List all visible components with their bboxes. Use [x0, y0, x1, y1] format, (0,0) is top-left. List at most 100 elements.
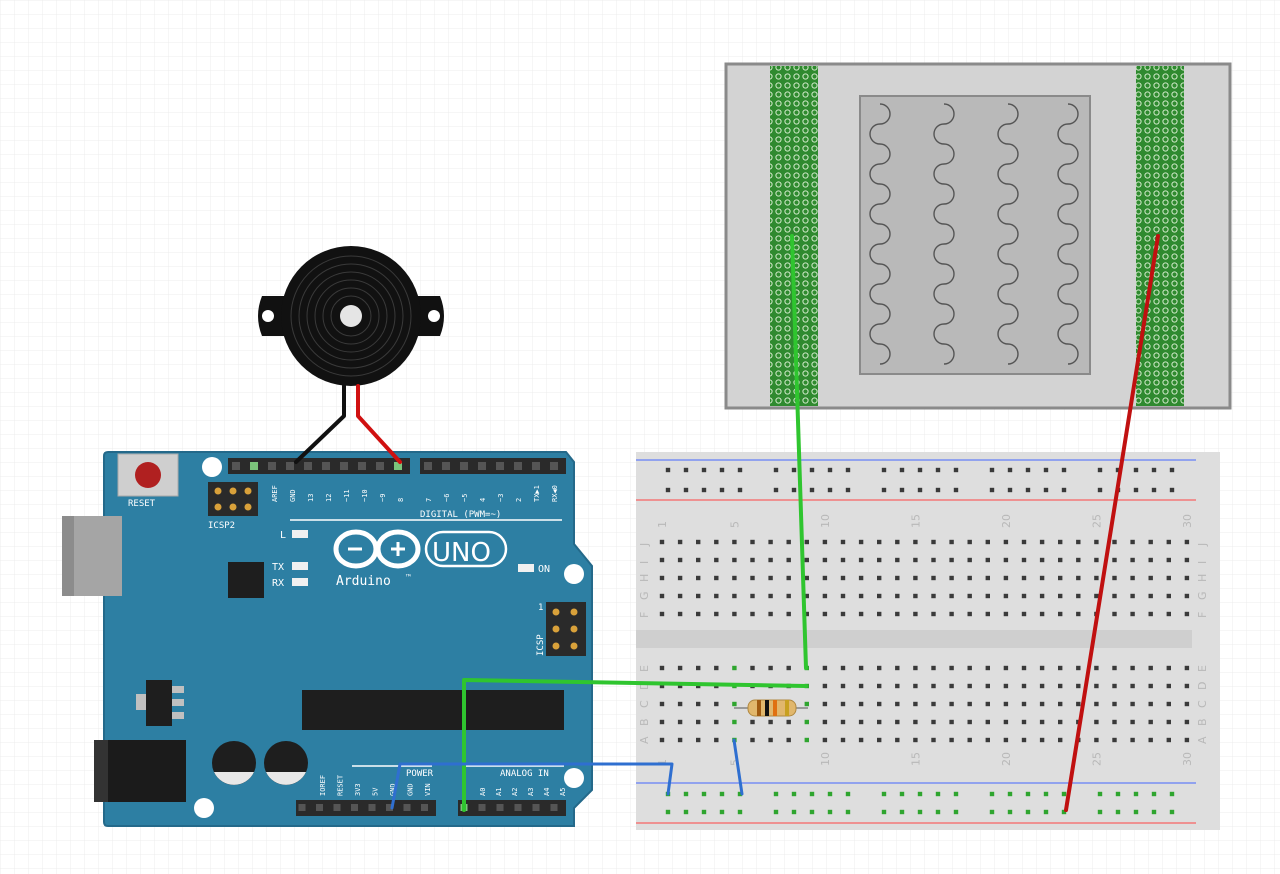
breadboard-hole[interactable]	[949, 701, 954, 707]
breadboard-hole[interactable]	[732, 611, 737, 617]
breadboard-hole[interactable]	[1133, 487, 1139, 493]
breadboard-hole[interactable]	[677, 719, 683, 725]
breadboard-hole[interactable]	[989, 791, 995, 797]
breadboard-hole[interactable]	[768, 575, 773, 581]
breadboard-hole[interactable]	[1021, 701, 1027, 707]
breadboard-hole[interactable]	[931, 593, 936, 599]
breadboard-hole[interactable]	[877, 665, 882, 671]
breadboard-hole[interactable]	[1058, 557, 1063, 563]
breadboard-hole[interactable]	[677, 701, 683, 707]
breadboard-hole[interactable]	[967, 539, 972, 545]
breadboard-hole[interactable]	[877, 575, 882, 581]
breadboard-hole[interactable]	[881, 467, 887, 473]
breadboard-hole[interactable]	[822, 665, 828, 671]
breadboard-hole[interactable]	[895, 557, 900, 563]
breadboard-hole[interactable]	[917, 487, 923, 493]
breadboard-hole[interactable]	[967, 593, 972, 599]
breadboard-hole[interactable]	[696, 557, 701, 563]
breadboard-hole[interactable]	[1076, 683, 1081, 689]
breadboard-hole[interactable]	[827, 487, 833, 493]
breadboard-hole[interactable]	[696, 611, 701, 617]
breadboard-hole[interactable]	[804, 611, 809, 617]
breadboard-hole[interactable]	[732, 719, 737, 725]
breadboard-hole[interactable]	[714, 737, 719, 743]
breadboard-hole[interactable]	[913, 539, 918, 545]
breadboard-hole[interactable]	[1043, 809, 1049, 815]
digital-pin[interactable]	[358, 462, 366, 470]
breadboard-hole[interactable]	[840, 557, 846, 563]
breadboard-hole[interactable]	[750, 611, 755, 617]
breadboard-hole[interactable]	[696, 719, 701, 725]
breadboard-hole[interactable]	[1112, 539, 1117, 545]
analog-pin[interactable]	[532, 804, 540, 811]
breadboard-hole[interactable]	[917, 791, 923, 797]
breadboard-hole[interactable]	[1094, 593, 1099, 599]
breadboard-hole[interactable]	[677, 611, 683, 617]
breadboard-hole[interactable]	[845, 809, 851, 815]
breadboard-hole[interactable]	[935, 791, 941, 797]
breadboard-hole[interactable]	[683, 467, 689, 473]
breadboard-hole[interactable]	[1003, 575, 1009, 581]
breadboard-hole[interactable]	[1148, 611, 1153, 617]
breadboard-hole[interactable]	[1094, 665, 1099, 671]
breadboard-hole[interactable]	[714, 557, 719, 563]
breadboard-hole[interactable]	[1021, 737, 1027, 743]
breadboard-hole[interactable]	[858, 611, 864, 617]
breadboard-hole[interactable]	[1166, 665, 1171, 671]
breadboard-hole[interactable]	[1058, 665, 1063, 671]
breadboard-hole[interactable]	[1166, 719, 1171, 725]
breadboard-hole[interactable]	[822, 539, 828, 545]
breadboard-hole[interactable]	[1148, 665, 1153, 671]
breadboard-hole[interactable]	[877, 611, 882, 617]
breadboard-hole[interactable]	[773, 809, 779, 815]
breadboard-hole[interactable]	[1130, 701, 1135, 707]
breadboard-hole[interactable]	[786, 593, 791, 599]
breadboard-hole[interactable]	[1184, 737, 1190, 743]
breadboard-hole[interactable]	[827, 467, 833, 473]
breadboard-hole[interactable]	[858, 737, 864, 743]
breadboard-hole[interactable]	[1148, 539, 1153, 545]
digital-pin[interactable]	[268, 462, 276, 470]
power-pin[interactable]	[421, 804, 428, 811]
breadboard-hole[interactable]	[1039, 593, 1045, 599]
power-pin[interactable]	[333, 804, 341, 811]
breadboard-hole[interactable]	[1058, 701, 1063, 707]
breadboard-hole[interactable]	[953, 487, 959, 493]
breadboard-hole[interactable]	[768, 593, 773, 599]
breadboard-hole[interactable]	[1076, 539, 1081, 545]
breadboard-hole[interactable]	[985, 539, 990, 545]
breadboard-hole[interactable]	[809, 467, 815, 473]
breadboard-hole[interactable]	[913, 737, 918, 743]
breadboard-hole[interactable]	[822, 737, 828, 743]
breadboard-hole[interactable]	[701, 809, 707, 815]
breadboard-hole[interactable]	[791, 809, 797, 815]
breadboard-hole[interactable]	[786, 611, 791, 617]
breadboard-hole[interactable]	[913, 557, 918, 563]
breadboard-hole[interactable]	[714, 539, 719, 545]
breadboard-hole[interactable]	[858, 539, 864, 545]
breadboard-hole[interactable]	[696, 665, 701, 671]
breadboard-hole[interactable]	[1148, 593, 1153, 599]
breadboard-hole[interactable]	[935, 809, 941, 815]
breadboard-hole[interactable]	[877, 719, 882, 725]
breadboard-hole[interactable]	[822, 575, 828, 581]
breadboard-hole[interactable]	[1184, 719, 1190, 725]
breadboard-hole[interactable]	[1112, 557, 1117, 563]
breadboard-hole[interactable]	[840, 683, 846, 689]
breadboard-hole[interactable]	[895, 701, 900, 707]
breadboard-hole[interactable]	[1003, 737, 1009, 743]
digital-pin[interactable]	[304, 462, 312, 470]
breadboard-hole[interactable]	[913, 611, 918, 617]
breadboard-hole[interactable]	[1169, 791, 1175, 797]
breadboard-hole[interactable]	[773, 791, 779, 797]
breadboard-hole[interactable]	[858, 665, 864, 671]
breadboard-hole[interactable]	[840, 737, 846, 743]
breadboard-hole[interactable]	[1076, 611, 1081, 617]
breadboard-hole[interactable]	[665, 487, 671, 493]
breadboard-hole[interactable]	[1021, 611, 1027, 617]
breadboard-hole[interactable]	[809, 809, 815, 815]
breadboard-hole[interactable]	[1007, 809, 1013, 815]
breadboard-hole[interactable]	[1151, 809, 1157, 815]
breadboard-hole[interactable]	[1076, 701, 1081, 707]
breadboard-hole[interactable]	[665, 467, 671, 473]
